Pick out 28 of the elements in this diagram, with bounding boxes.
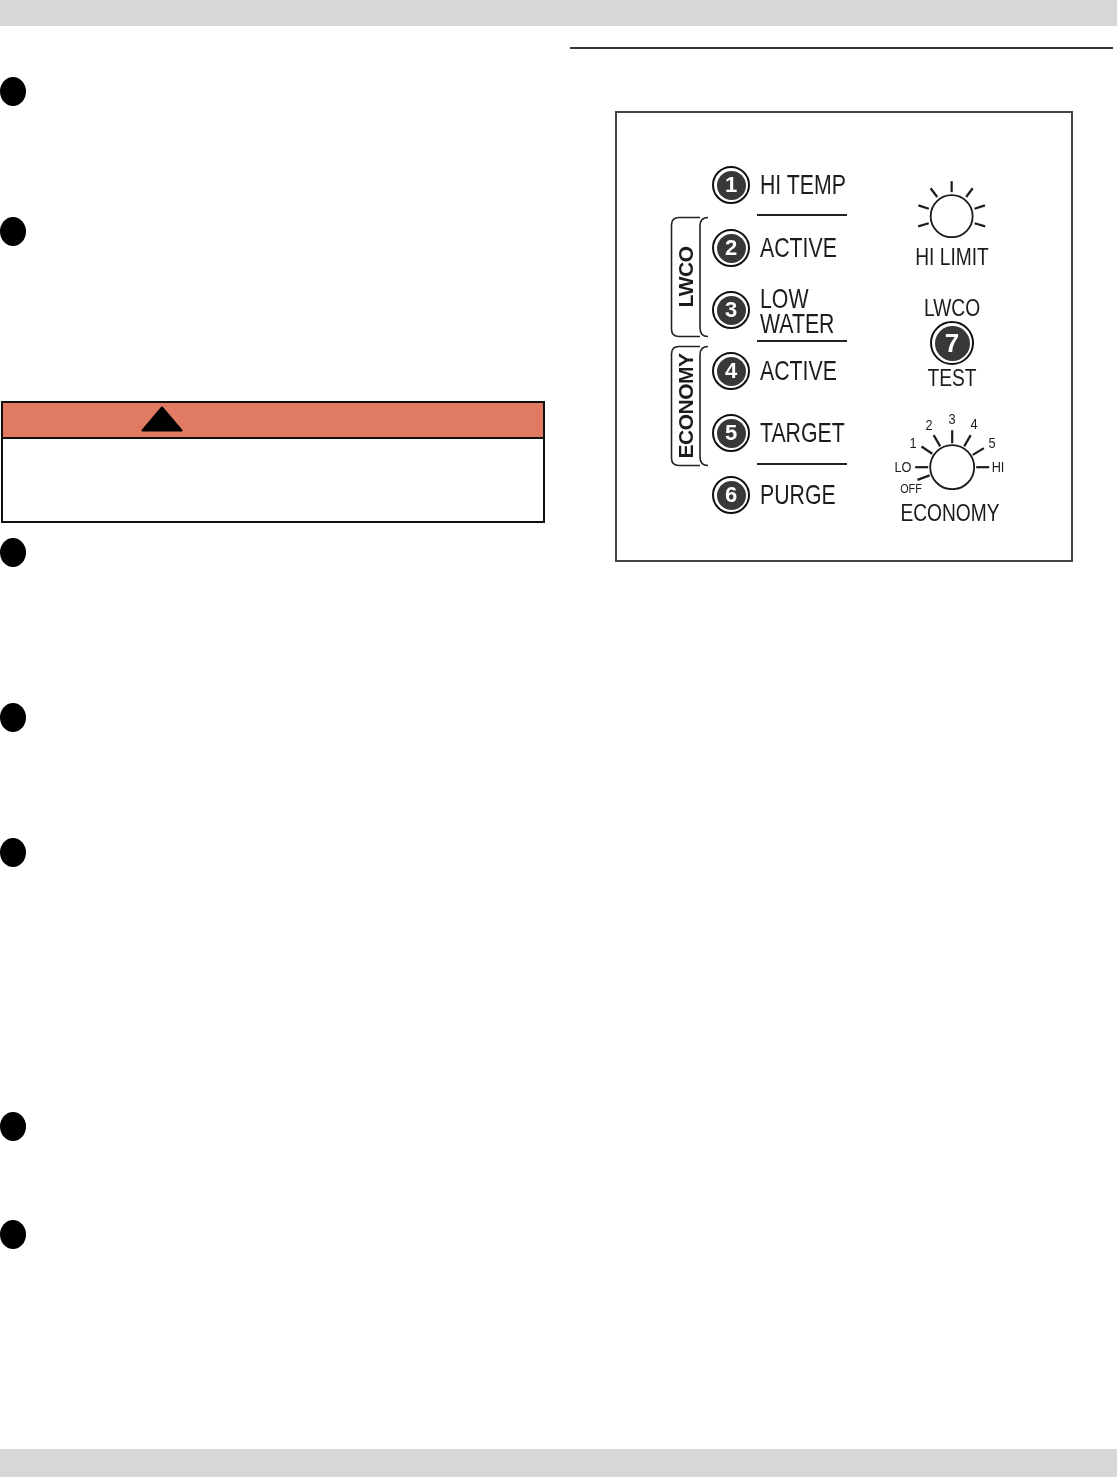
indicator-label: ACTIVE bbox=[760, 232, 837, 264]
dial-scale-label: 4 bbox=[970, 415, 978, 433]
numbered-indicator: 2 bbox=[712, 229, 750, 267]
dial-scale-label: 3 bbox=[948, 410, 956, 428]
indicator-label: PURGE bbox=[760, 479, 836, 511]
indicator-label: HI TEMP bbox=[760, 169, 846, 201]
numbered-indicator: 6 bbox=[712, 476, 750, 514]
dial-scale-label: 5 bbox=[988, 434, 996, 452]
button-label: LWCO bbox=[923, 294, 981, 322]
numbered-indicator: 7 bbox=[930, 321, 974, 365]
numbered-indicator: 1 bbox=[712, 166, 750, 204]
indicator-label: TARGET bbox=[760, 417, 845, 449]
numbered-indicator: 5 bbox=[712, 414, 750, 452]
dial-scale-label: OFF bbox=[900, 483, 922, 497]
dial-scale-label: 2 bbox=[925, 416, 933, 434]
dial-scale-label: LO bbox=[894, 458, 912, 476]
indicator-label: LOW WATER bbox=[760, 286, 836, 336]
group-bracket: ECONOMY bbox=[670, 345, 710, 467]
button-label: TEST bbox=[927, 364, 977, 392]
indicator-label: HI LIMIT bbox=[915, 243, 989, 271]
numbered-indicator: 3 bbox=[712, 291, 750, 329]
group-bracket: LWCO bbox=[670, 216, 710, 338]
numbered-indicator: 4 bbox=[712, 352, 750, 390]
dial-scale-label: 1 bbox=[909, 434, 917, 452]
dial-label: ECONOMY bbox=[900, 499, 1000, 527]
dial-scale-label: HI bbox=[991, 458, 1005, 476]
indicator-label: ACTIVE bbox=[760, 355, 837, 387]
control-panel bbox=[615, 111, 1073, 562]
